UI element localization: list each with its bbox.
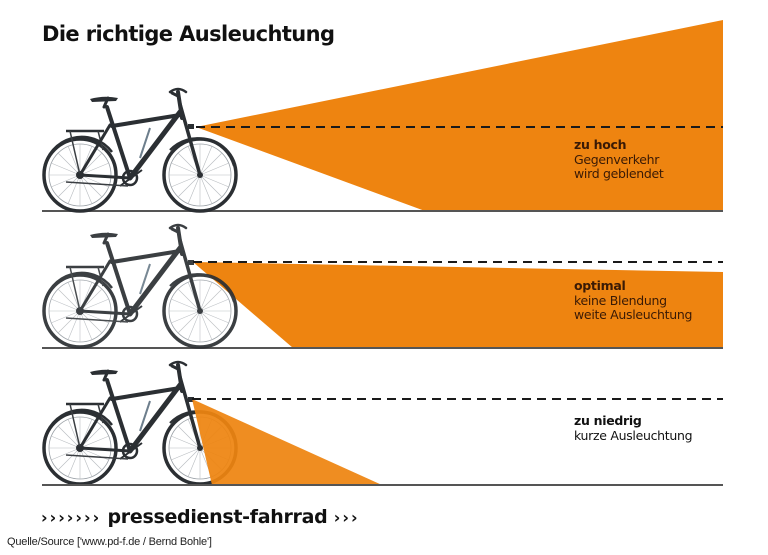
panel-optimal <box>42 225 723 348</box>
brand-name: pressedienst-fahrrad <box>107 506 328 528</box>
chevrons-right-icon: ››› <box>333 508 360 527</box>
label-line: kurze Ausleuchtung <box>574 427 693 443</box>
label-too-low: zu niedrig kurze Ausleuchtung <box>574 413 693 443</box>
panel-too-low <box>42 362 723 485</box>
bicycle-icon <box>44 225 236 347</box>
label-heading: zu niedrig <box>574 413 642 428</box>
panel-too-high <box>42 20 723 211</box>
chevrons-left-icon: ››››››› <box>41 508 102 527</box>
label-line: Gegenverkehr <box>574 151 660 167</box>
light-beam-optimal <box>193 262 723 348</box>
bicycle-icon <box>44 89 236 211</box>
label-too-high: zu hoch Gegenverkehr wird geblendet <box>574 137 664 182</box>
label-heading: optimal <box>574 278 626 293</box>
label-line: wird geblendet <box>574 166 664 181</box>
label-line: weite Ausleuchtung <box>574 307 693 322</box>
label-heading: zu hoch <box>574 137 627 152</box>
label-line: keine Blendung <box>574 292 667 308</box>
light-beam-too-high <box>196 20 723 211</box>
page-title: Die richtige Ausleuchtung <box>42 22 335 46</box>
light-beam-too-low <box>192 399 382 485</box>
label-optimal: optimal keine Blendung weite Ausleuchtun… <box>574 278 693 323</box>
source-credit: Quelle/Source ['www.pd-f.de / Bernd Bohl… <box>7 536 212 548</box>
brand-logo: ››››››› pressedienst-fahrrad ››› <box>41 506 360 528</box>
